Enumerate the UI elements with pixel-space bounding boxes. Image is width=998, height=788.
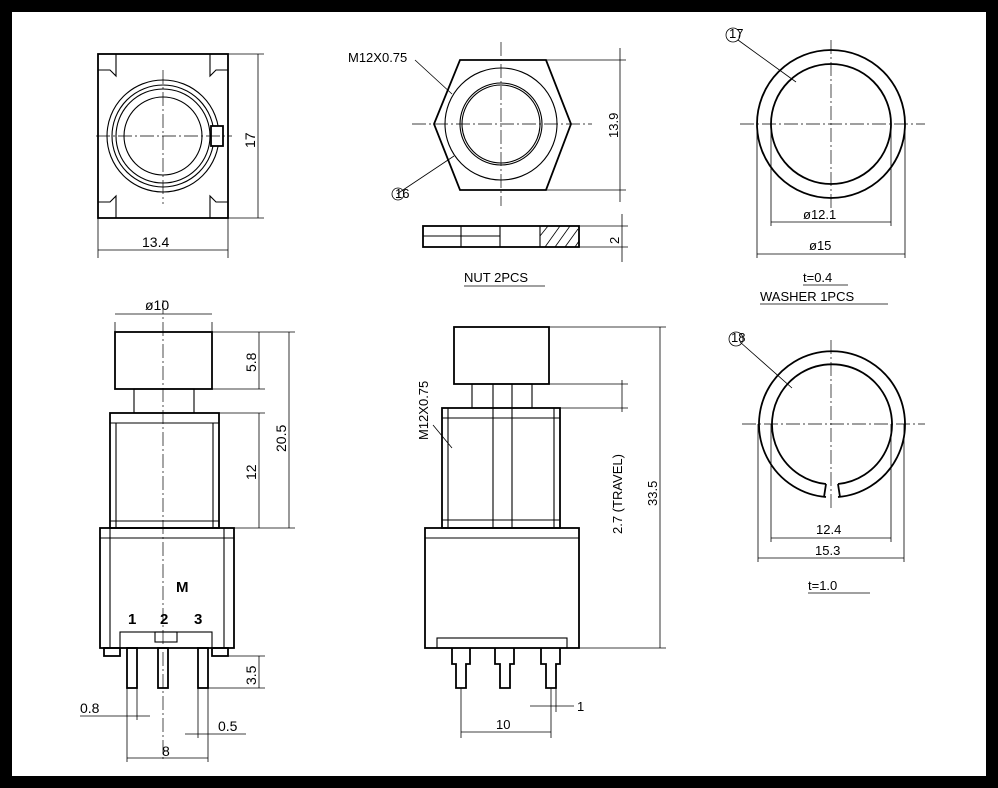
switch-front-view: [424, 326, 666, 738]
front-thread-label: M12X0.75: [416, 381, 431, 440]
washer-17-view: [725, 27, 925, 258]
pin-width-dim: 0.8: [80, 700, 100, 716]
travel-dim: 2.7 (TRAVEL): [610, 454, 625, 534]
nut-height-dim: 13.9: [606, 113, 621, 138]
washer-18-outer: 15.3: [815, 543, 840, 558]
nut-caption: NUT 2PCS: [464, 270, 528, 285]
total-height-dim: 20.5: [273, 425, 289, 452]
pin-pitch-dim: 8: [162, 743, 170, 759]
washer-17-caption: WASHER 1PCS: [760, 289, 854, 304]
nut-thread-label: M12X0.75: [348, 50, 407, 65]
body-top-view: [96, 53, 264, 258]
washer-18-thickness: t=1.0: [808, 578, 837, 593]
dim-width: 13.4: [142, 234, 169, 250]
washer-17-thickness: t=0.4: [803, 270, 832, 285]
front-pin-dim: 1: [577, 699, 584, 714]
front-height-dim: 33.5: [645, 481, 660, 506]
nut-thickness-dim: 2: [607, 237, 622, 244]
cap-diameter-dim: ø10: [145, 297, 169, 313]
dim-height: 17: [242, 132, 258, 148]
pin-1-label: 1: [128, 611, 136, 628]
body-height-dim: 12: [243, 464, 259, 480]
pin-thickness-dim: 0.5: [218, 718, 238, 734]
cap-height-dim: 5.8: [243, 352, 259, 372]
nut-top-view: [391, 42, 628, 262]
front-pitch-dim: 10: [496, 717, 510, 732]
drawing-sheet: 13.4 17 M12X0.75 13.9 2 16 NUT 2PCS: [12, 12, 986, 776]
washer-18-part: 18: [731, 330, 745, 345]
washer-18-view: [728, 331, 925, 562]
body-mark: M: [176, 579, 189, 596]
washer-17-outer: ø15: [809, 238, 831, 253]
washer-18-inner: 12.4: [816, 522, 841, 537]
washer-17-inner: ø12.1: [803, 207, 836, 222]
switch-side-view: [80, 300, 295, 762]
pin-3-label: 3: [194, 611, 202, 628]
pin-length-dim: 3.5: [243, 665, 259, 685]
washer-17-part: 17: [729, 26, 743, 41]
pin-2-label: 2: [160, 611, 168, 628]
technical-drawing: 13.4 17 M12X0.75 13.9 2 16 NUT 2PCS: [80, 26, 925, 762]
nut-part-number: 16: [395, 186, 409, 201]
